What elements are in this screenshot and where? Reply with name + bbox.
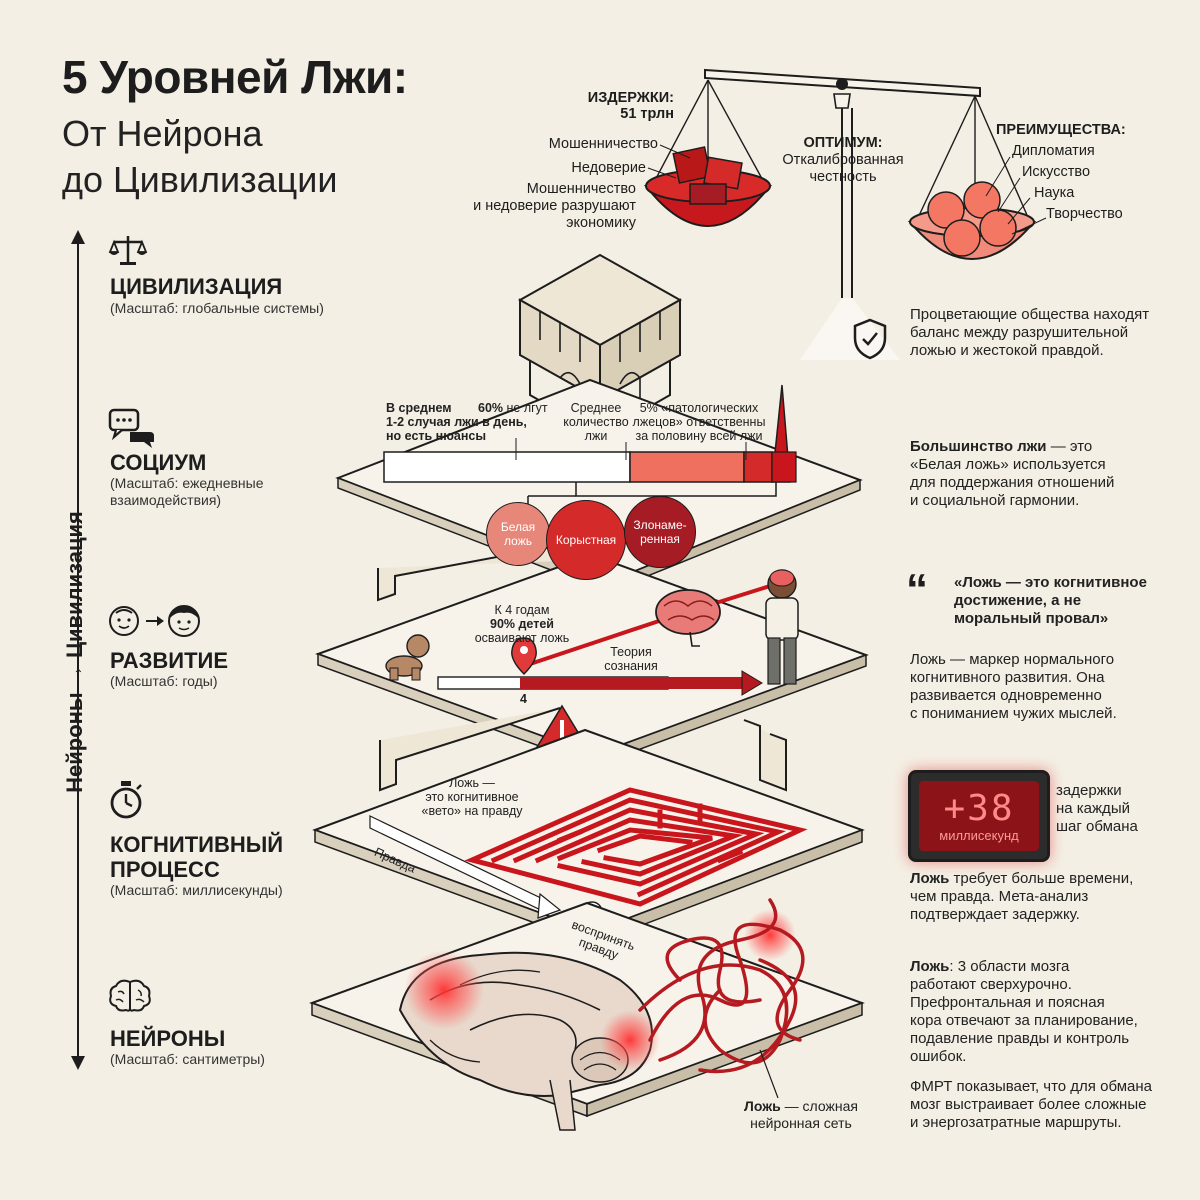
shield-check-icon xyxy=(853,318,887,360)
costs-title: ИЗДЕРЖКИ: xyxy=(587,90,674,106)
optimum-title: ОПТИМУМ: xyxy=(803,135,883,151)
development-quote: «Ложь — это когнитивное достижение, а не… xyxy=(954,574,1147,627)
fmri-note: ФМРТ показывает, что для обмана мозг выс… xyxy=(910,1078,1152,1131)
page-subtitle-line1: От Нейрона xyxy=(62,113,263,154)
quote-mark-icon: “ xyxy=(906,565,928,614)
optimum-text: Откалиброванная честность xyxy=(782,152,904,185)
level-cognitive-scale: (Масштаб: миллисекунды) xyxy=(110,882,283,898)
benefit-science: Наука xyxy=(1034,185,1075,201)
cognitive-note: Ложь требует больше времени, чем правда.… xyxy=(910,870,1134,923)
scales-icon xyxy=(108,236,148,265)
level-development-scale: (Масштаб: годы) xyxy=(110,673,218,689)
level-society-title: СОЦИУМ xyxy=(110,450,207,475)
timer-unit: миллисекунд xyxy=(939,827,1019,843)
cognitive-plate xyxy=(312,707,865,946)
level-neurons-title: НЕЙРОНЫ xyxy=(110,1026,226,1051)
costs-note: Мошенничество и недоверие разрушают экон… xyxy=(473,181,636,231)
benefit-diplomacy: Дипломатия xyxy=(1012,143,1095,159)
level-development-title: РАЗВИТИЕ xyxy=(110,648,229,673)
balance-scale xyxy=(643,68,1047,360)
civilization-note: Процветающие общества находят баланс меж… xyxy=(910,306,1150,359)
social-five-percent-text: 5% «патологических лжецов» ответственны … xyxy=(632,401,766,443)
delay-timer-display: +38 миллисекунд xyxy=(908,770,1050,862)
costs-item-distrust: Недоверие xyxy=(571,160,646,176)
neurons-plate xyxy=(309,898,865,1131)
social-mean-text: Среднее количество лжи xyxy=(563,401,629,443)
costs-item-fraud: Мошенничество xyxy=(548,136,658,152)
neural-network-caption: Ложь — сложная нейронная сеть xyxy=(744,1098,858,1131)
level-society-scale-1: (Масштаб: ежедневные xyxy=(110,475,264,491)
brain-icon xyxy=(109,979,151,1012)
benefits-title: ПРЕИМУЩЕСТВА: xyxy=(996,122,1126,138)
development-note: Ложь — маркер нормального когнитивного р… xyxy=(910,651,1117,722)
page-subtitle-line2: до Цивилизации xyxy=(62,159,338,200)
level-cognitive-title-2: ПРОЦЕСС xyxy=(110,857,220,882)
neurons-note: Ложь: 3 области мозга работают сверхуроч… xyxy=(910,958,1138,1065)
stopwatch-icon xyxy=(110,781,142,819)
level-neurons-scale: (Масштаб: сантиметры) xyxy=(110,1051,265,1067)
vertical-axis-arrow xyxy=(71,230,85,1070)
level-society-scale-2: взаимодействия) xyxy=(110,492,222,508)
development-stat: К 4 годам 90% детей осваивают ложь xyxy=(474,603,570,645)
level-civilization-scale: (Масштаб: глобальные системы) xyxy=(110,300,324,316)
selfish-lie-circle: Корыстная xyxy=(546,500,626,580)
level-civilization-title: ЦИВИЛИЗАЦИЯ xyxy=(110,274,283,299)
social-average-text: В среднем 1-2 случая лжи в день, но есть… xyxy=(386,401,527,443)
level-cognitive-title-1: КОГНИТИВНЫЙ xyxy=(110,832,284,857)
theory-of-mind-label: Теория сознания xyxy=(604,645,658,673)
cognitive-veto-text: Ложь — это когнитивное «вето» на правду xyxy=(421,776,523,818)
malicious-lie-circle: Злонаме-ренная xyxy=(624,496,696,568)
child-growth-icon xyxy=(109,605,200,637)
page-title: 5 Уровней Лжи: xyxy=(62,51,408,103)
benefit-creativity: Творчество xyxy=(1046,206,1123,222)
delay-caption: задержки на каждый шаг обмана xyxy=(1056,782,1138,835)
chat-bubbles-icon xyxy=(108,408,154,448)
age-marker: 4 xyxy=(520,692,527,706)
development-plate xyxy=(315,538,869,768)
social-note: Большинство лжи — это «Белая ложь» испол… xyxy=(910,438,1115,509)
timer-value: +38 xyxy=(943,787,1015,829)
costs-value: 51 трлн xyxy=(620,106,674,122)
social-sixty-text: 60% не лгут xyxy=(478,401,548,415)
benefit-art: Искусство xyxy=(1022,164,1091,180)
